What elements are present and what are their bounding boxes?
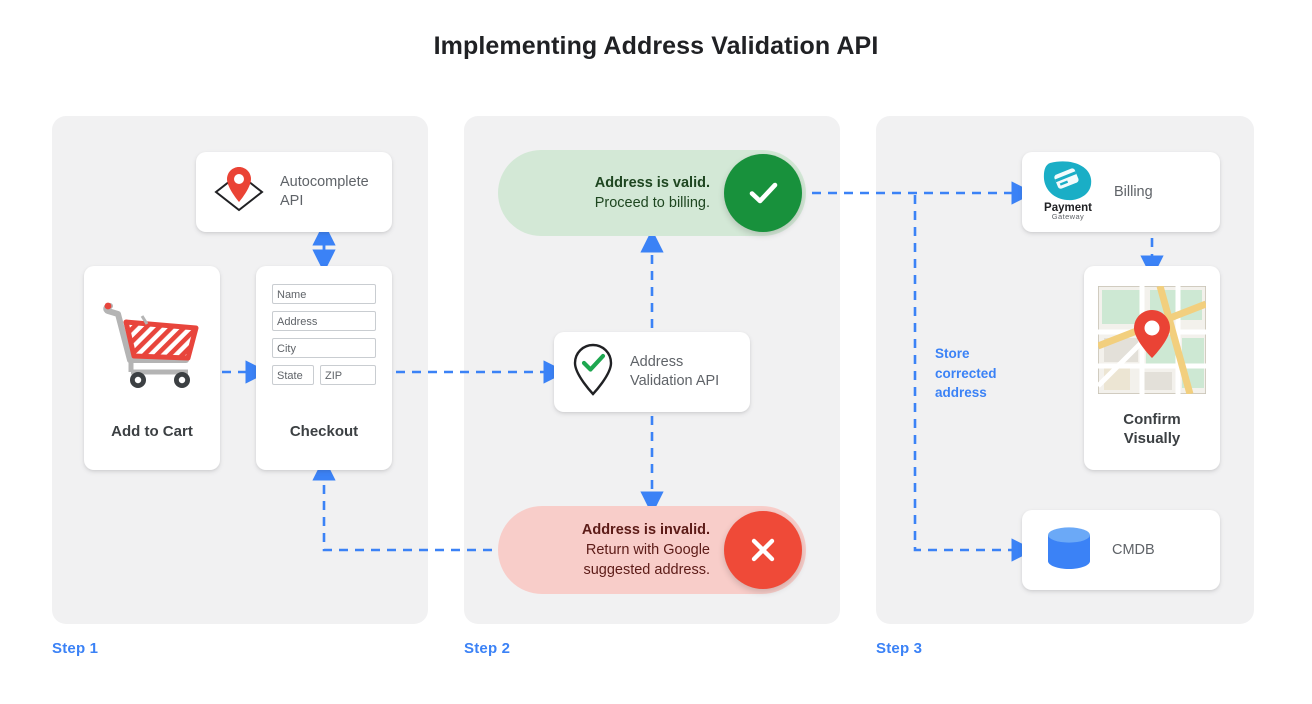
cmdb-card[interactable]: CMDB <box>1022 510 1220 590</box>
add-to-cart-card[interactable]: Add to Cart <box>84 266 220 470</box>
state-field[interactable]: State <box>272 365 314 385</box>
autocomplete-api-card[interactable]: Autocomplete API <box>196 152 392 232</box>
page-title: Implementing Address Validation API <box>433 32 879 60</box>
check-circle-icon <box>724 154 802 232</box>
address-valid-banner: Address is valid. Proceed to billing. <box>498 150 806 236</box>
cmdb-label: CMDB <box>1112 541 1155 558</box>
billing-label: Billing <box>1114 183 1153 200</box>
step-2-label: Step 2 <box>464 640 511 657</box>
address-invalid-banner: Address is invalid. Return with Google s… <box>498 506 806 594</box>
map-pin-envelope-icon <box>210 164 268 221</box>
payment-gateway-logo: Payment Gateway <box>1036 159 1100 226</box>
payment-gateway-logo-line2: Gateway <box>1052 212 1084 221</box>
address-validation-api-label: Address Validation API <box>630 353 719 391</box>
store-note-line1: Store <box>935 346 970 361</box>
name-field[interactable]: Name <box>272 284 376 304</box>
step-3-label: Step 3 <box>876 640 923 657</box>
store-corrected-address-note: Store corrected address <box>935 344 1027 403</box>
database-cylinder-icon <box>1044 523 1094 578</box>
validation-label-line2: Validation API <box>630 373 720 389</box>
confirm-visually-card[interactable]: Confirm Visually <box>1084 266 1220 470</box>
address-validation-api-card[interactable]: Address Validation API <box>554 332 750 412</box>
address-invalid-line2: Return with Google <box>585 542 710 558</box>
autocomplete-api-label: Autocomplete API <box>280 174 369 209</box>
zip-field[interactable]: ZIP <box>320 365 376 385</box>
state-zip-row: State ZIP <box>272 365 376 392</box>
address-invalid-line3: suggested address. <box>583 562 710 578</box>
address-field[interactable]: Address <box>272 311 376 331</box>
city-field[interactable]: City <box>272 338 376 358</box>
confirm-visually-caption: Confirm Visually <box>1084 410 1220 448</box>
checkout-caption: Checkout <box>289 423 359 440</box>
address-valid-line2: Proceed to billing. <box>594 195 710 211</box>
payment-gateway-logo-line1: Payment <box>1044 202 1092 214</box>
address-invalid-text: Address is invalid. Return with Google s… <box>582 520 724 580</box>
address-invalid-line1: Address is invalid. <box>581 522 710 538</box>
address-valid-line1: Address is valid. <box>594 175 710 191</box>
pin-check-icon <box>570 342 616 403</box>
checkout-form: Name Address City State ZIP <box>272 284 376 392</box>
billing-card[interactable]: Payment Gateway Billing <box>1022 152 1220 232</box>
add-to-cart-caption: Add to Cart <box>111 423 193 440</box>
step-1-label: Step 1 <box>52 640 99 657</box>
store-note-line2: corrected <box>935 365 997 381</box>
confirm-caption-line1: Confirm <box>1123 411 1181 428</box>
confirm-caption-line2: Visually <box>1123 430 1181 447</box>
store-note-line3: address <box>935 385 987 400</box>
validation-label-line1: Address <box>630 354 684 370</box>
shopping-cart-icon <box>100 294 204 395</box>
address-valid-text: Address is valid. Proceed to billing. <box>595 173 724 213</box>
x-circle-icon <box>724 511 802 589</box>
map-thumbnail-icon <box>1096 285 1208 399</box>
checkout-card[interactable]: Name Address City State ZIP Checkout <box>256 266 392 470</box>
